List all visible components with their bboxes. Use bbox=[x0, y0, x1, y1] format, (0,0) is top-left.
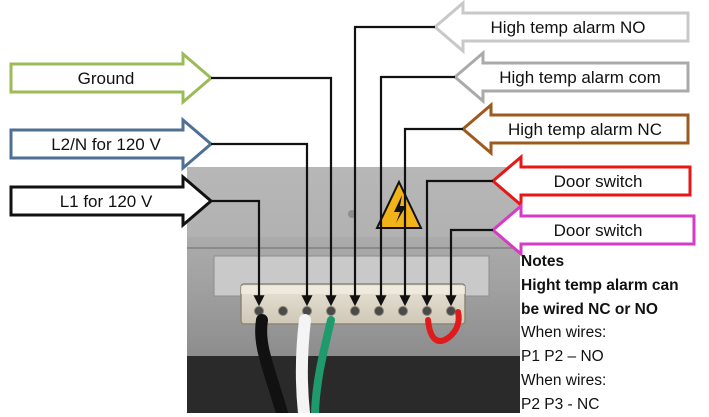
l2n-label: L2/N for 120 V bbox=[51, 135, 161, 154]
terminal-block bbox=[240, 283, 466, 325]
electrical-hazard-icon bbox=[375, 179, 423, 229]
ground-arrow: Ground bbox=[9, 50, 214, 106]
l1-arrow: L1 for 120 V bbox=[9, 173, 214, 229]
connector-lines bbox=[211, 25, 493, 307]
door-switch-1-connector bbox=[421, 179, 493, 307]
alarm-nc-label: High temp alarm NC bbox=[508, 120, 662, 139]
l1-label: L1 for 120 V bbox=[60, 192, 153, 211]
notes-line-5: When wires: bbox=[521, 371, 607, 389]
alarm-nc-connector bbox=[399, 127, 463, 307]
door-switch-1-arrow: Door switch bbox=[490, 153, 692, 209]
door-switch-2-label: Door switch bbox=[554, 221, 643, 240]
notes-line-2: be wired NC or NO bbox=[521, 300, 658, 318]
l2n-arrow: L2/N for 120 V bbox=[9, 116, 214, 172]
terminal-photo bbox=[187, 167, 520, 413]
door-switch-1-label: Door switch bbox=[554, 172, 643, 191]
alarm-com-connector bbox=[375, 75, 455, 307]
wires bbox=[255, 309, 462, 413]
notes-line-6: P2 P3 - NC bbox=[521, 395, 600, 413]
notes-heading: Notes bbox=[521, 253, 565, 270]
alarm-no-connector bbox=[349, 25, 435, 307]
alarm-no-arrow: High temp alarm NO bbox=[432, 0, 690, 55]
notes-box: Notes Hight temp alarm can be wired NC o… bbox=[521, 250, 709, 417]
notes-line-1: Hight temp alarm can bbox=[521, 276, 679, 294]
notes-line-4: P1 P2 – NO bbox=[521, 348, 604, 366]
l1-connector bbox=[211, 199, 265, 307]
alarm-nc-arrow: High temp alarm NC bbox=[460, 101, 690, 157]
door-switch-2-arrow: Door switch bbox=[490, 202, 696, 258]
alarm-com-label: High temp alarm com bbox=[499, 68, 661, 87]
ground-connector bbox=[211, 76, 337, 307]
l2n-connector bbox=[211, 142, 313, 307]
alarm-com-arrow: High temp alarm com bbox=[452, 49, 690, 105]
notes-line-3: When wires: bbox=[521, 324, 607, 342]
door-switch-2-connector bbox=[445, 228, 493, 307]
ground-label: Ground bbox=[78, 69, 135, 88]
alarm-no-label: High temp alarm NO bbox=[491, 18, 646, 37]
